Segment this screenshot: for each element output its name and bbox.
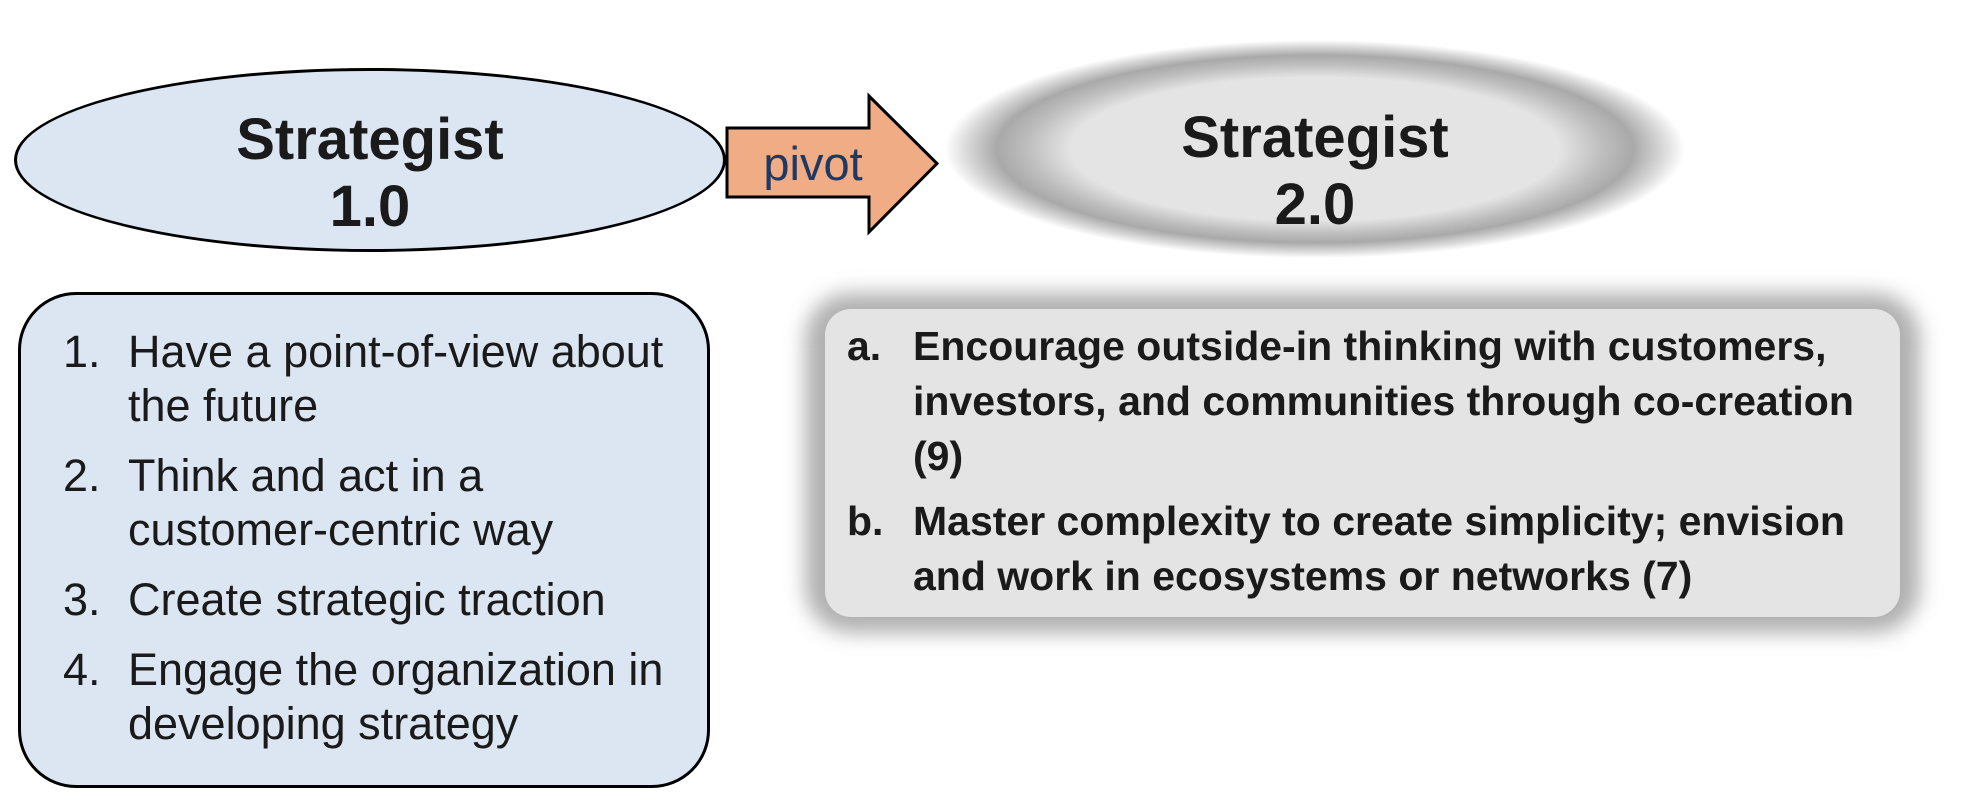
- strategist-1-list: 1. Have a point-of-view about the future…: [63, 325, 689, 751]
- list-item: 3. Create strategic traction: [63, 573, 689, 627]
- list-item-text: Master complexity to create simplicity; …: [913, 498, 1845, 599]
- list-item-text: Think and act in a customer-centric way: [128, 450, 554, 555]
- list-item: b. Master complexity to create simplicit…: [847, 494, 1897, 604]
- list-item: 1. Have a point-of-view about the future: [63, 325, 689, 433]
- strategist-1-title-line2: 1.0: [329, 174, 411, 239]
- list-marker: a.: [847, 323, 882, 369]
- list-marker: 4.: [63, 644, 101, 695]
- box-fill: [825, 309, 1900, 617]
- pivot-arrow: [723, 92, 941, 236]
- list-marker: 3.: [63, 574, 101, 625]
- list-item: 2. Think and act in a customer-centric w…: [63, 449, 689, 557]
- strategist-2-list-box: a. Encourage outside-in thinking with cu…: [795, 283, 1930, 643]
- strategist-2-title-line2: 2.0: [1274, 172, 1356, 237]
- strategist-1-list-box: 1. Have a point-of-view about the future…: [18, 292, 710, 788]
- strategist-2-title-line1: Strategist: [1181, 105, 1449, 170]
- list-marker: 1.: [63, 326, 101, 377]
- strategist-2-ellipse: Strategist 2.0: [945, 40, 1685, 258]
- strategist-1-ellipse: Strategist 1.0: [14, 68, 726, 252]
- strategist-1-title-line1: Strategist: [236, 107, 504, 172]
- list-item: 4. Engage the organization in developing…: [63, 643, 689, 751]
- list-item-text: Have a point-of-view about the future: [128, 326, 664, 431]
- pivot-arrow-label: pivot: [763, 136, 863, 190]
- right-arrow-icon: [725, 92, 940, 236]
- list-item-text: Encourage outside-in thinking with custo…: [913, 323, 1854, 479]
- list-item: a. Encourage outside-in thinking with cu…: [847, 319, 1897, 484]
- strategist-2-list: a. Encourage outside-in thinking with cu…: [847, 319, 1897, 614]
- list-item-text: Engage the organization in developing st…: [128, 644, 664, 749]
- list-item-text: Create strategic traction: [128, 574, 606, 625]
- list-marker: b.: [847, 498, 884, 544]
- list-marker: 2.: [63, 450, 101, 501]
